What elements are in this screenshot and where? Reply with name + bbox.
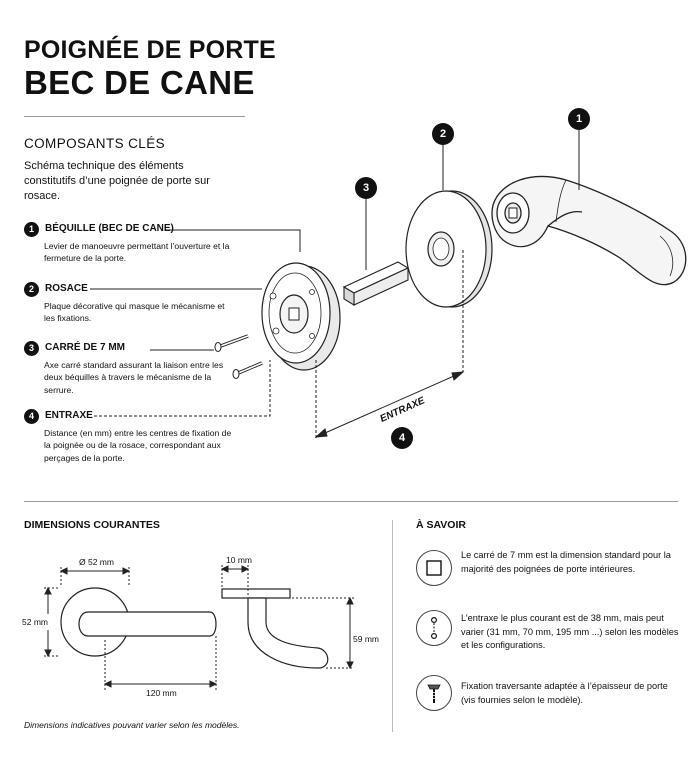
dimensions-note: Dimensions indicatives pouvant varier se… xyxy=(24,720,240,730)
number-badge: 4 xyxy=(24,409,39,424)
square-spindle xyxy=(342,261,410,306)
callout-1: 1 xyxy=(568,108,590,130)
square-icon xyxy=(416,550,452,586)
thickness-label: 10 mm xyxy=(226,555,252,565)
component-item-entraxe: 4 ENTRAXE Distance (en mm) entre les cen… xyxy=(24,409,244,475)
title-divider xyxy=(24,116,245,117)
component-title: ROSACE xyxy=(45,283,88,294)
component-item-rosace: 2 ROSACE Plaque décorative qui masque le… xyxy=(24,282,244,326)
component-item-bequille: 1 BÉQUILLE (BEC DE CANE) Levier de manoe… xyxy=(24,222,244,266)
callout-2: 2 xyxy=(432,123,454,145)
number-badge: 1 xyxy=(24,222,39,237)
screw-top xyxy=(214,334,249,352)
diameter-label: Ø 52 mm xyxy=(79,557,114,567)
know-item-entraxe: L’entraxe le plus courant est de 38 mm, … xyxy=(461,613,679,651)
height-label: 52 mm xyxy=(22,617,48,627)
components-title: COMPOSANTS CLÉS xyxy=(24,136,166,151)
number-badge: 2 xyxy=(24,282,39,297)
component-desc: Levier de manoeuvre permettant l’ouvertu… xyxy=(44,241,230,264)
side-lever-outline xyxy=(247,597,329,669)
component-desc: Plaque décorative qui masque le mécanism… xyxy=(44,301,225,324)
component-item-carre: 3 CARRÉ DE 7 MM Axe carré standard assur… xyxy=(24,341,244,397)
page-title-line2: BEC DE CANE xyxy=(24,64,255,101)
know-title: À SAVOIR xyxy=(416,519,466,531)
door-handle xyxy=(491,175,687,286)
vertical-divider xyxy=(392,520,393,732)
page-title-line1: POIGNÉE DE PORTE xyxy=(24,36,276,64)
know-item-square: Le carré de 7 mm est la dimension standa… xyxy=(461,550,671,574)
entraxe-dim-label: ENTRAXE xyxy=(378,395,426,425)
component-desc: Axe carré standard assurant la liaison e… xyxy=(44,360,224,395)
leader-line-bequille xyxy=(166,229,301,252)
section-divider xyxy=(24,501,678,502)
component-title: ENTRAXE xyxy=(45,410,93,421)
side-rosace-outline xyxy=(221,588,291,599)
rosace-back xyxy=(261,262,341,371)
screw-bottom xyxy=(232,361,263,379)
front-lever-outline xyxy=(78,611,217,637)
screw-icon xyxy=(416,675,452,711)
dimensions-drawing: Ø 52 mm 52 mm 120 mm 10 mm 59 mm xyxy=(22,555,379,698)
component-title: BÉQUILLE (BEC DE CANE) xyxy=(45,223,174,234)
dimensions-title: DIMENSIONS COURANTES xyxy=(24,519,160,531)
know-item-screw: Fixation traversante adaptée à l’épaisse… xyxy=(461,681,668,705)
entraxe-icon xyxy=(416,610,452,646)
components-intro: Schéma technique des éléments constituti… xyxy=(24,160,210,202)
exploded-diagram: ENTRAXE xyxy=(90,130,687,440)
callout-3: 3 xyxy=(355,177,377,199)
number-badge: 3 xyxy=(24,341,39,356)
component-title: CARRÉ DE 7 MM xyxy=(45,342,126,353)
length-label: 120 mm xyxy=(146,688,177,698)
leader-line-entraxe xyxy=(94,360,271,417)
projection-label: 59 mm xyxy=(353,634,379,644)
callout-4: 4 xyxy=(391,427,413,449)
component-desc: Distance (en mm) entre les centres de fi… xyxy=(44,428,232,463)
rosace-front xyxy=(405,190,493,308)
